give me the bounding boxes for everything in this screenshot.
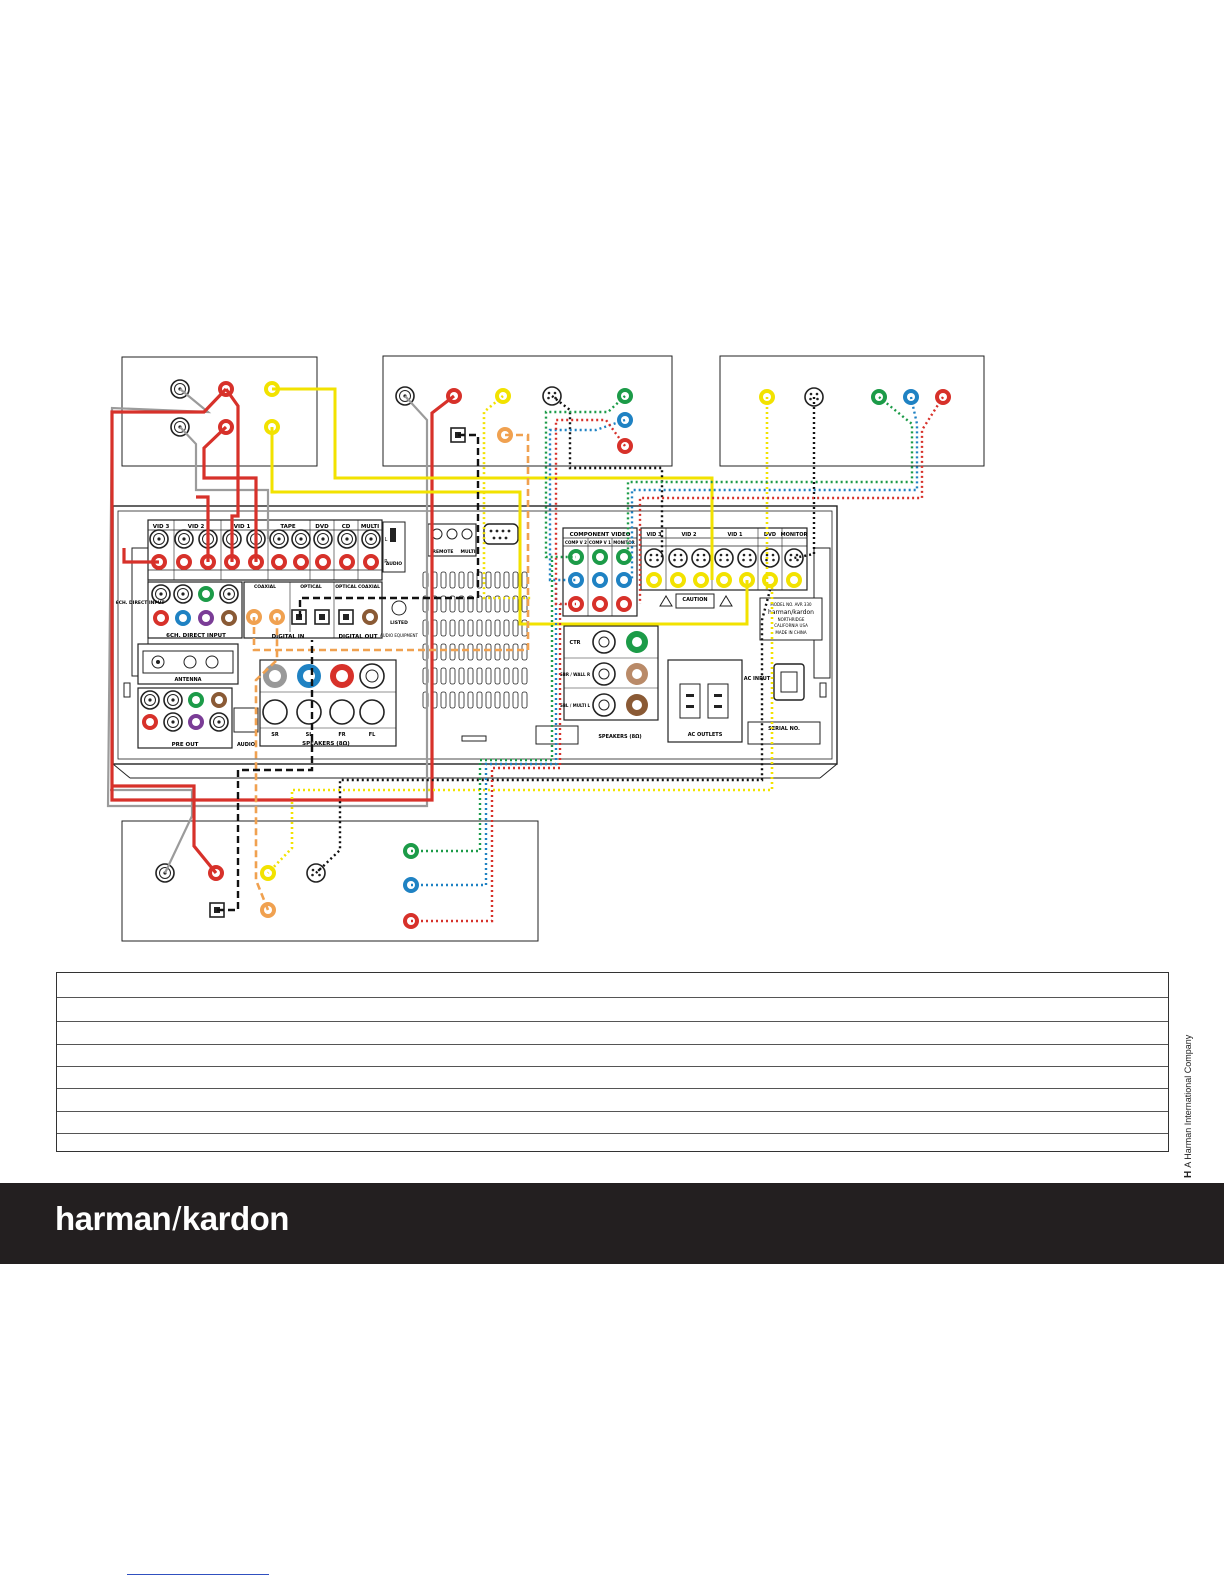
top-group-multi: MULTI: [361, 524, 379, 530]
optical-label: OPTICAL: [300, 584, 322, 590]
video-group-vid1: VID 1: [727, 532, 743, 538]
comp-col-1: COMP V 2: [565, 540, 587, 545]
component-video-label: COMPONENT VIDEO: [570, 532, 631, 538]
comp-col-3: MONITOR: [613, 540, 634, 545]
speaker-pos-sr: SR: [271, 732, 279, 738]
listed-sublabel: AUDIO EQUIPMENT: [380, 633, 419, 638]
digital-in-block: [243, 581, 383, 639]
digital-in-label: DIGITAL IN: [272, 634, 305, 640]
note-line: [57, 1088, 1168, 1089]
black-svideo-cables: [315, 395, 816, 874]
source-box-bottom: [121, 820, 539, 942]
cooling-vents: [422, 571, 528, 709]
six-channel-bottom-label: 6CH. DIRECT INPUT: [166, 633, 226, 639]
note-line: [57, 1044, 1168, 1045]
note-line: [57, 1021, 1168, 1022]
hookup-diagram: VID 3 VID 2 VID 1 TAPE DVD CD MULTI AUDI…: [106, 355, 985, 942]
serial-plate: [747, 721, 821, 745]
top-group-tape: TAPE: [280, 524, 296, 530]
speaker-terminals-main: [259, 659, 397, 747]
speakers-small-label: SPEAKERS (8Ω): [598, 734, 641, 740]
top-group-dvd: DVD: [315, 524, 329, 530]
video-group-vid3: VID 3: [646, 532, 662, 538]
yellow-dotted-cables: [267, 395, 774, 874]
company-text: A Harman International Company: [1183, 1034, 1193, 1168]
brand-slash: /: [172, 1200, 181, 1237]
note-line: [57, 997, 1168, 998]
ac-outlets-label: AC OUTLETS: [688, 732, 723, 738]
optical-out-label: OPTICAL: [335, 584, 357, 590]
blue-component-cables: [411, 396, 919, 887]
center-label-ctr: CTR: [570, 640, 581, 646]
coaxial-out-label: COAXIAL: [358, 584, 380, 590]
audio-side-label: AUDIO: [386, 561, 402, 567]
component-video-block: [562, 527, 638, 617]
preout-label: PRE OUT: [172, 742, 199, 748]
ac-input-socket: [773, 663, 805, 701]
speaker-pos-sl: SL: [306, 732, 314, 738]
ac-outlets-block: [667, 659, 743, 743]
green-component-cables: [411, 395, 914, 853]
audio-small-label: AUDIO: [237, 742, 255, 748]
multi-label: MULTI: [461, 549, 476, 555]
red-audio-cables: [110, 387, 455, 875]
model-plate: [759, 597, 823, 641]
top-group-vid3: VID 3: [153, 524, 170, 530]
speaker-pos-fr: FR: [338, 732, 345, 738]
listed-mark: [391, 600, 407, 616]
speakers-main-label: SPEAKERS (8Ω): [302, 741, 350, 747]
remote-label: REMOTE: [433, 549, 454, 555]
six-channel-side-label: 6CH. DIRECT INPUT: [116, 600, 166, 606]
antenna-label: ANTENNA: [174, 677, 201, 683]
digital-out-label: DIGITAL OUT: [338, 634, 377, 640]
six-channel-block: [147, 581, 243, 639]
orange-digital-cables: [252, 433, 530, 911]
black-optical-cables: [217, 433, 480, 912]
audio-right-label: R: [384, 559, 388, 565]
coaxial-label: COAXIAL: [254, 584, 276, 590]
video-group-monitor: MONITOR: [781, 532, 808, 538]
preout-block: [137, 687, 233, 749]
speaker-pos-fl: FL: [369, 732, 376, 738]
listed-label: LISTED: [390, 620, 408, 626]
white-audio-cables: [106, 388, 429, 874]
top-group-vid1: VID 1: [234, 524, 251, 530]
video-group-vid2: VID 2: [681, 532, 697, 538]
company-mark-icon: H: [1183, 1170, 1194, 1178]
model-line-3: NORTHRIDGE: [778, 617, 805, 622]
speaker-terminals-center: [563, 625, 659, 721]
top-group-cd: CD: [342, 524, 351, 530]
ac-input-label: AC INPUT: [744, 676, 771, 682]
model-line-1: MODEL NO. AVR 330: [770, 602, 812, 607]
brand-logo: harman/kardon: [55, 1200, 289, 1238]
caution-plate: [675, 593, 715, 609]
company-tagline: H A Harman International Company: [1183, 1035, 1194, 1178]
yellow-video-cables: [270, 387, 749, 626]
model-line-4: CALIFORNIA USA: [774, 623, 808, 628]
brand-right: kardon: [181, 1200, 290, 1237]
video-group-dvd: DVD: [764, 532, 776, 538]
brand-left: harman: [55, 1200, 172, 1237]
note-line: [57, 1066, 1168, 1067]
audio-left-label: L: [385, 537, 388, 543]
model-line-2: harman/kardon: [768, 609, 814, 616]
antenna-block: [137, 643, 239, 685]
remote-block: [427, 523, 519, 557]
comp-col-2: COMP V 1: [589, 540, 611, 545]
notes-area: [56, 972, 1169, 1152]
footer-band: [0, 1183, 1224, 1264]
serial-label: SERIAL NO.: [768, 726, 800, 732]
model-line-5: MADE IN CHINA: [775, 630, 806, 635]
note-line: [57, 1111, 1168, 1112]
caution-label: CAUTION: [682, 597, 707, 603]
center-label-sbr: SBR / WALL R: [560, 672, 590, 677]
red-component-cables: [411, 396, 945, 923]
bottom-link-rule: [127, 1574, 269, 1575]
center-label-sbl: SBL / MULTI L: [560, 703, 590, 708]
display-box: [719, 355, 985, 467]
note-line: [57, 1133, 1168, 1134]
top-group-vid2: VID 2: [188, 524, 205, 530]
